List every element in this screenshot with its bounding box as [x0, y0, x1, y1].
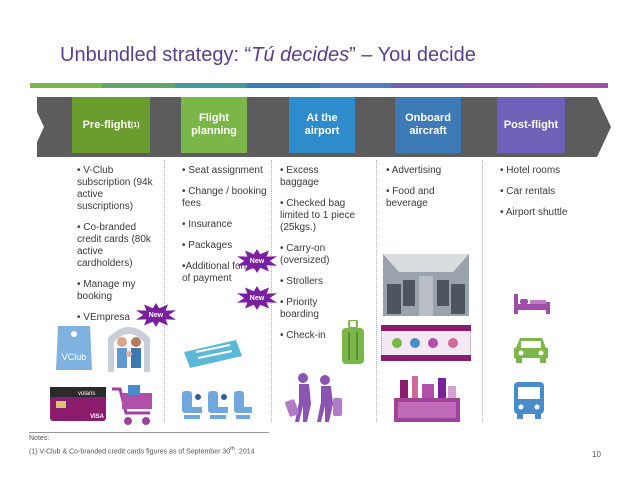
- list-item: • Advertising: [386, 165, 442, 176]
- car-icon: [514, 338, 548, 363]
- stage-preflight: Pre-flight(1): [72, 97, 150, 153]
- column-separator: [482, 160, 483, 422]
- list-item: • Excess baggage: [280, 165, 319, 188]
- travelers-icon: [285, 373, 342, 422]
- slide-title: Unbundled strategy: “Tú decides” – You d…: [60, 44, 476, 66]
- column-separator: [271, 160, 272, 422]
- luggage-icon: [342, 320, 364, 364]
- onboard-list: • Advertising • Food and beverage: [386, 165, 466, 219]
- list-item: • Checked bag limited to 1 piece (25kgs.…: [280, 198, 356, 233]
- list-item: • Co-branded credit cards (80k active ca…: [77, 222, 151, 269]
- seat-icon: [182, 391, 252, 419]
- list-item: • V-Club subscription (94k active suscri…: [77, 165, 153, 212]
- list-item: • Seat assignment: [182, 165, 263, 176]
- stage-post-flight: Post-flight: [497, 97, 565, 153]
- vclub-tag-image: VClub: [56, 326, 92, 370]
- color-stripe: [30, 83, 608, 88]
- list-item: • Packages: [182, 240, 233, 251]
- svg-text:volaris: volaris: [78, 391, 95, 397]
- footnotes: Notes: (1) V-Club & Co-branded credit ca…: [29, 435, 255, 456]
- magazine-ad-image: [381, 325, 471, 361]
- credit-card-image: volaris VISA: [50, 387, 106, 421]
- list-item: • Airport shuttle: [500, 207, 568, 218]
- airport-list: • Excess baggage • Checked bag limited t…: [280, 165, 356, 351]
- svg-text:VISA: VISA: [90, 414, 105, 420]
- flight-planning-list: • Seat assignment • Change / booking fee…: [182, 165, 268, 294]
- list-item: • Change / booking fees: [182, 186, 267, 209]
- preflight-list: • V-Club subscription (94k active suscri…: [77, 165, 161, 333]
- timeline-band-arrow: [597, 97, 611, 157]
- list-item: • Food and beverage: [386, 186, 435, 209]
- list-item: • Strollers: [280, 276, 323, 287]
- list-item: • Insurance: [182, 219, 233, 230]
- boarding-pass-icon: [184, 340, 242, 368]
- page-number: 10: [592, 450, 601, 459]
- list-item: • Carry-on (oversized): [280, 243, 330, 266]
- aircraft-cabin-image: [383, 254, 469, 316]
- list-item: • Hotel rooms: [500, 165, 561, 176]
- list-item: •Additional forms of payment: [182, 261, 258, 284]
- family-image: [108, 327, 150, 372]
- list-item: • Car rentals: [500, 186, 556, 197]
- svg-text:VClub: VClub: [62, 352, 87, 362]
- bus-icon: [514, 382, 544, 419]
- notes-divider: [29, 432, 269, 433]
- timeline-band-notch: [30, 97, 44, 157]
- list-item: • Check-in: [280, 330, 326, 341]
- food-cart-image: [394, 376, 460, 422]
- list-item: • Manage my booking: [77, 279, 136, 302]
- post-flight-list: • Hotel rooms • Car rentals • Airport sh…: [500, 165, 580, 228]
- column-separator: [376, 160, 377, 422]
- list-item: • VEmpresa: [77, 312, 130, 323]
- column-separator: [164, 160, 165, 422]
- shopping-cart-icon: [112, 385, 152, 425]
- list-item: • Priority boarding: [280, 297, 319, 320]
- bed-icon: [514, 294, 550, 314]
